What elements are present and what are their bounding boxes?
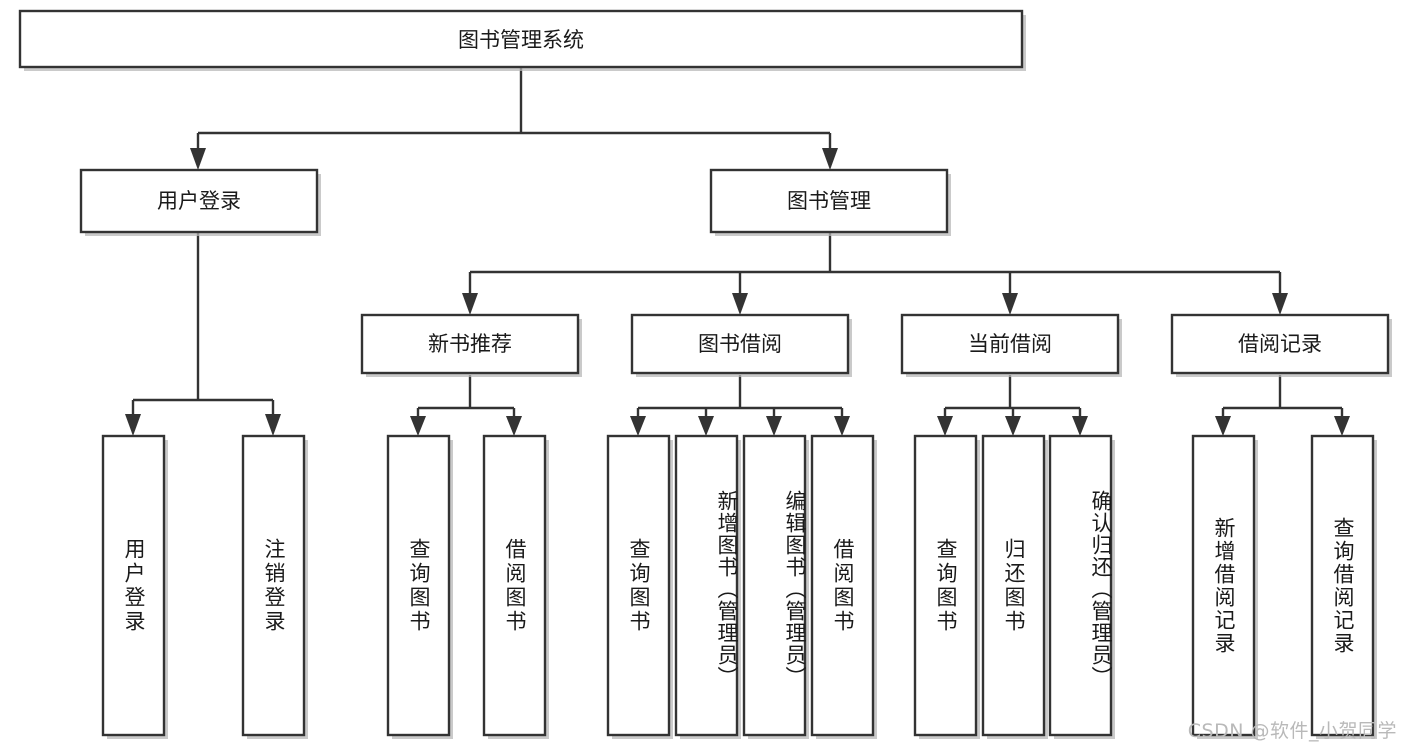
node-new-book-recommend-label: 新书推荐	[428, 332, 512, 356]
leaf-edit-book-box[interactable]	[742, 434, 807, 737]
connector-group-current-borrow	[937, 375, 1088, 436]
arrowhead-leaf-query-book-1	[410, 416, 426, 436]
connector-group-user-login	[125, 232, 281, 436]
node-current-borrow-box[interactable]	[900, 313, 1120, 375]
node-book-borrow-label: 图书借阅	[698, 332, 782, 356]
leaf-return-book-box[interactable]	[981, 434, 1046, 737]
arrowhead-book-borrow	[732, 293, 748, 315]
node-user-login-label: 用户登录	[157, 189, 241, 213]
connector-group-book-management	[462, 232, 1288, 315]
arrowhead-user-login	[190, 148, 206, 170]
arrowhead-leaf-query-record	[1334, 416, 1350, 436]
leaf-borrow-book-2-box[interactable]	[810, 434, 875, 737]
node-book-borrow-box[interactable]	[630, 313, 850, 375]
arrowhead-leaf-query-book-3	[937, 416, 953, 436]
arrowhead-leaf-user-login	[125, 414, 141, 436]
connector-group-new-book-recommend	[410, 375, 522, 436]
connector-group-borrow-record	[1215, 375, 1350, 436]
watermark: CSDN @软件_小贺同学	[1187, 720, 1397, 742]
leaf-query-book-2-box[interactable]	[606, 434, 671, 737]
arrowhead-current-borrow	[1002, 293, 1018, 315]
arrowhead-leaf-add-book	[698, 416, 714, 436]
node-root-label: 图书管理系统	[458, 28, 584, 52]
node-borrow-record-label: 借阅记录	[1238, 332, 1322, 356]
arrowhead-leaf-query-book-2	[630, 416, 646, 436]
arrowhead-leaf-user-logout	[265, 414, 281, 436]
node-user-login-box[interactable]	[79, 168, 319, 234]
node-borrow-record-box[interactable]	[1170, 313, 1390, 375]
node-book-borrow[interactable]: 图书借阅	[630, 313, 852, 377]
node-current-borrow[interactable]: 当前借阅	[900, 313, 1122, 377]
node-book-management-label: 图书管理	[787, 189, 871, 213]
leaf-borrow-book-1-box[interactable]	[482, 434, 547, 737]
node-new-book-recommend-box[interactable]	[360, 313, 580, 375]
arrowhead-leaf-borrow-book-1	[506, 416, 522, 436]
node-borrow-record[interactable]: 借阅记录	[1170, 313, 1392, 377]
connector-group-book-borrow	[630, 375, 850, 436]
node-root[interactable]: 图书管理系统	[18, 9, 1026, 71]
arrowhead-book-management	[822, 148, 838, 170]
arrowhead-leaf-edit-book	[766, 416, 782, 436]
node-book-management[interactable]: 图书管理	[709, 168, 951, 236]
leaf-query-book-3-box[interactable]	[913, 434, 978, 737]
arrowhead-leaf-return-book	[1005, 416, 1021, 436]
node-new-book-recommend[interactable]: 新书推荐	[360, 313, 582, 377]
connector-group-root	[190, 67, 838, 170]
leaf-user-logout-box[interactable]	[241, 434, 306, 737]
leaf-boxes	[101, 434, 1377, 739]
arrowhead-leaf-borrow-book-2	[834, 416, 850, 436]
node-root-box[interactable]	[18, 9, 1024, 69]
leaf-query-book-1-box[interactable]	[386, 434, 451, 737]
leaf-add-record-box[interactable]	[1191, 434, 1256, 737]
node-book-management-box[interactable]	[709, 168, 949, 234]
arrowhead-leaf-confirm-return	[1072, 416, 1088, 436]
leaf-add-book-box[interactable]	[674, 434, 739, 737]
node-user-login[interactable]: 用户登录	[79, 168, 321, 236]
node-current-borrow-label: 当前借阅	[968, 332, 1052, 356]
arrowhead-leaf-add-record	[1215, 416, 1231, 436]
arrowhead-new-book-recommend	[462, 293, 478, 315]
leaf-user-login-box[interactable]	[101, 434, 166, 737]
leaf-query-record-box[interactable]	[1310, 434, 1375, 737]
arrowhead-borrow-record	[1272, 293, 1288, 315]
leaf-confirm-return-box[interactable]	[1048, 434, 1113, 737]
